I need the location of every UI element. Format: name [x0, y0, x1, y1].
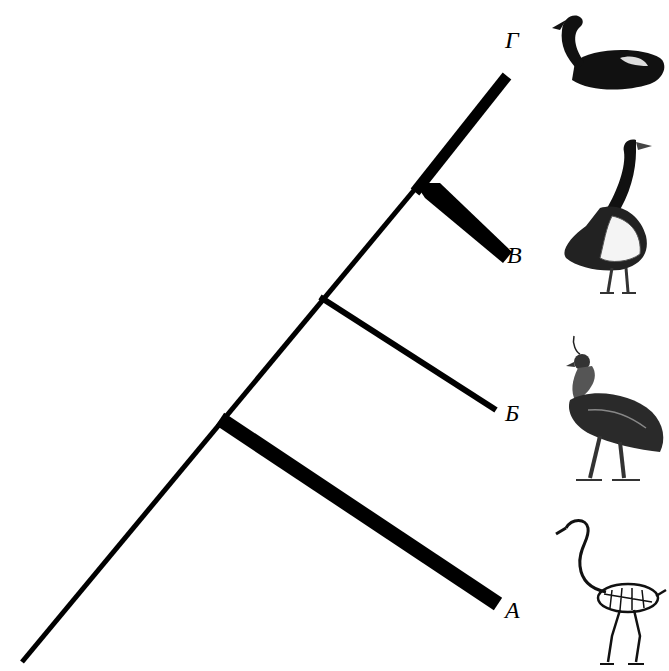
- skeleton-illustration: [556, 521, 666, 665]
- swan-illustration: [552, 16, 664, 90]
- tree-branch: [220, 419, 498, 604]
- clade-letter: Г: [505, 28, 519, 52]
- tree-branch: [415, 183, 512, 263]
- tree-branch: [320, 297, 496, 410]
- screamer-illustration: [566, 336, 663, 480]
- tree-branch: [415, 76, 507, 192]
- clade-letter: Б: [505, 401, 519, 425]
- clade-letter: А: [505, 598, 520, 622]
- clade-letter: В: [507, 243, 522, 267]
- goose-illustration: [564, 140, 652, 293]
